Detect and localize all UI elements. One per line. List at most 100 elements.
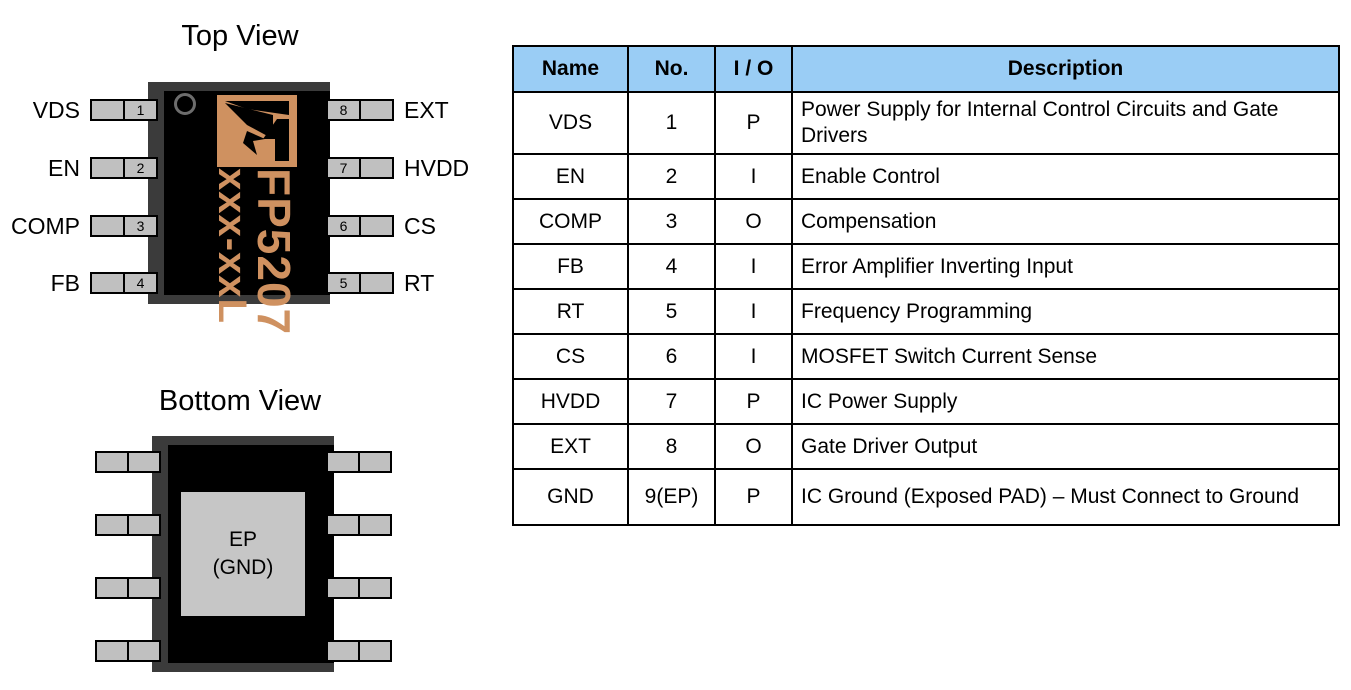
bottom-package-bevel-left: [152, 436, 168, 672]
pin-number-6: 6: [339, 218, 348, 234]
cell-description: Error Amplifier Inverting Input: [791, 243, 1340, 290]
column-header-no: No.: [627, 45, 716, 93]
pin-label-cs: CS: [404, 213, 436, 239]
bottom-package-bevel-bottom: [152, 663, 334, 672]
table-header-row: Name No. I / O Description: [512, 45, 1340, 93]
exposed-pad: EP (GND): [181, 492, 305, 616]
pin-number-5: 5: [339, 275, 348, 291]
pin-number-2: 2: [123, 159, 156, 177]
package-bevel-left: [148, 82, 164, 304]
bottom-view-title: Bottom View: [158, 385, 322, 417]
bottom-pin-lead-r2-outer: [358, 516, 390, 534]
bottom-pin-lead-r1: [326, 451, 392, 473]
cell-description: Power Supply for Internal Control Circui…: [791, 91, 1340, 155]
cell-io: O: [714, 423, 793, 470]
bottom-pin-lead-r4: [326, 640, 392, 662]
cell-no: 9(EP): [627, 468, 716, 526]
table-row: RT 5 I Frequency Programming: [512, 288, 1340, 335]
bottom-pin-lead-r2: [326, 514, 392, 536]
cell-io: P: [714, 468, 793, 526]
cell-description: IC Ground (Exposed PAD) – Must Connect t…: [791, 468, 1340, 526]
pin-one-dot-icon: [174, 93, 196, 115]
pin-lead-5-outer: [359, 274, 392, 292]
cell-description: IC Power Supply: [791, 378, 1340, 425]
cell-name: EXT: [512, 423, 629, 470]
column-header-description: Description: [791, 45, 1340, 93]
pin-lead-7-outer: [359, 159, 392, 177]
bottom-pin-lead-r3: [326, 577, 392, 599]
bottom-pin-lead-l2: [95, 514, 161, 536]
pin-label-en: EN: [48, 155, 80, 181]
pin-label-vds: VDS: [32, 97, 80, 123]
pin-lead-1-outer: [92, 101, 123, 119]
cell-name: HVDD: [512, 378, 629, 425]
pin-number-4: 4: [123, 274, 156, 292]
cell-io: P: [714, 91, 793, 155]
cell-io: I: [714, 153, 793, 200]
bottom-pin-lead-l4-inner: [127, 642, 159, 660]
pin-label-fb: FB: [50, 270, 80, 296]
manufacturer-logo-icon: [217, 95, 297, 167]
bottom-pin-lead-r1-outer: [358, 453, 390, 471]
table-row: GND 9(EP) P IC Ground (Exposed PAD) – Mu…: [512, 468, 1340, 526]
cell-name: GND: [512, 468, 629, 526]
pin-lead-3-outer: [92, 217, 123, 235]
bottom-pin-lead-l3-outer: [97, 579, 127, 597]
cell-no: 1: [627, 91, 716, 155]
pin-lead-2: 2: [90, 157, 158, 179]
pin-number-3: 3: [123, 217, 156, 235]
bottom-pin-lead-r1-inner: [328, 453, 358, 471]
table-row: HVDD 7 P IC Power Supply: [512, 378, 1340, 425]
pin-lead-3: 3: [90, 215, 158, 237]
pin-lead-4: 4: [90, 272, 158, 294]
pin-number-1: 1: [123, 101, 156, 119]
cell-name: CS: [512, 333, 629, 380]
bottom-pin-lead-l2-inner: [127, 516, 159, 534]
cell-no: 5: [627, 288, 716, 335]
pin-label-hvdd: HVDD: [404, 155, 470, 181]
cell-description: Gate Driver Output: [791, 423, 1340, 470]
bottom-pin-lead-l4: [95, 640, 161, 662]
bottom-pin-lead-l3: [95, 577, 161, 599]
cell-no: 3: [627, 198, 716, 245]
pin-number-7: 7: [339, 160, 348, 176]
bottom-pin-lead-l1: [95, 451, 161, 473]
bottom-pin-lead-l1-inner: [127, 453, 159, 471]
cell-name: VDS: [512, 91, 629, 155]
table-row: EXT 8 O Gate Driver Output: [512, 423, 1340, 470]
bottom-pin-lead-r4-inner: [328, 642, 358, 660]
table-row: EN 2 I Enable Control: [512, 153, 1340, 200]
table-row: VDS 1 P Power Supply for Internal Contro…: [512, 91, 1340, 155]
bottom-pin-lead-l4-outer: [97, 642, 127, 660]
pin-lead-8: 8: [326, 99, 394, 121]
pin-lead-6: 6: [326, 215, 394, 237]
cell-description: Enable Control: [791, 153, 1340, 200]
pin-lead-5: 5: [326, 272, 394, 294]
cell-io: I: [714, 243, 793, 290]
package-bevel-bottom: [148, 295, 330, 304]
pin-number-8: 8: [339, 102, 348, 118]
cell-name: RT: [512, 288, 629, 335]
pin-lead-4-outer: [92, 274, 123, 292]
cell-no: 7: [627, 378, 716, 425]
pin-lead-2-outer: [92, 159, 123, 177]
exposed-pad-label-1: EP: [228, 528, 257, 551]
pin-lead-8-outer: [359, 101, 392, 119]
bottom-pin-lead-l3-inner: [127, 579, 159, 597]
pin-label-comp: COMP: [11, 213, 80, 239]
bottom-pin-lead-r3-outer: [358, 579, 390, 597]
bottom-pin-lead-l1-outer: [97, 453, 127, 471]
cell-io: I: [714, 288, 793, 335]
cell-no: 2: [627, 153, 716, 200]
exposed-pad-label-2: (GND): [212, 556, 274, 579]
table-row: COMP 3 O Compensation: [512, 198, 1340, 245]
cell-name: FB: [512, 243, 629, 290]
column-header-name: Name: [512, 45, 629, 93]
pin-description-table: Name No. I / O Description VDS 1 P Power…: [512, 45, 1340, 526]
top-view-title: Top View: [181, 20, 299, 52]
bottom-package-bevel-top: [152, 436, 334, 445]
bottom-pin-lead-r2-inner: [328, 516, 358, 534]
cell-description: MOSFET Switch Current Sense: [791, 333, 1340, 380]
table-row: CS 6 I MOSFET Switch Current Sense: [512, 333, 1340, 380]
column-header-io: I / O: [714, 45, 793, 93]
